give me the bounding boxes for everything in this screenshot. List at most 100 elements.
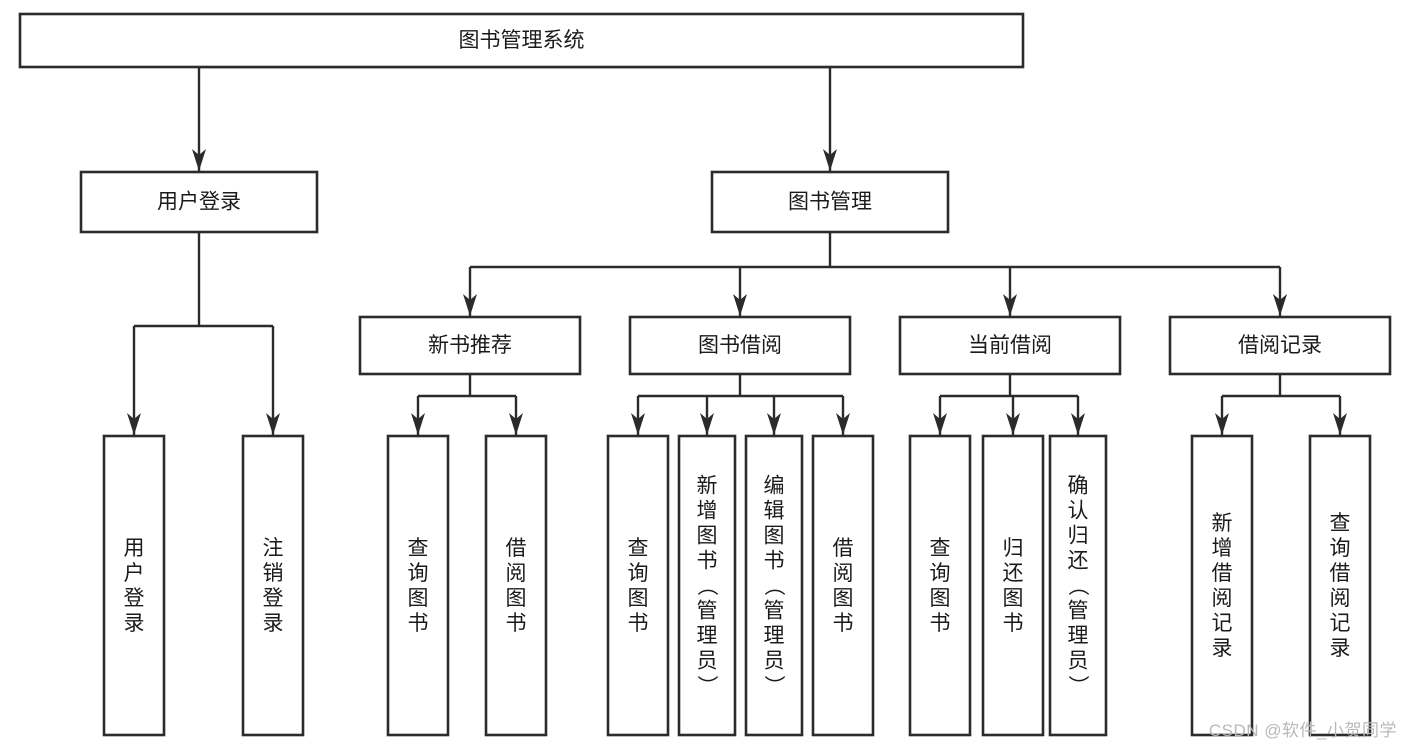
- arrow-head-icon: [411, 413, 425, 435]
- node-label-char: ）: [695, 675, 718, 696]
- arrow-head-icon: [192, 149, 206, 171]
- watermark-label: CSDN @软件_小贺同学: [1208, 721, 1397, 740]
- node-box-leaf-return-book[interactable]: [981, 434, 1045, 737]
- node-label-char: 销: [263, 562, 284, 585]
- arrow-head-icon: [631, 413, 645, 435]
- node-label-char: 书: [930, 612, 951, 635]
- node-box-leaf-query-book-3[interactable]: [908, 434, 972, 737]
- node-label-char: 书: [408, 612, 429, 635]
- node-box-leaf-add-record[interactable]: [1190, 434, 1254, 737]
- node-label-char: 图: [506, 587, 527, 610]
- node-label-char: 登: [124, 587, 145, 610]
- node-label-char: 登: [263, 587, 284, 610]
- node-box-user-login[interactable]: [79, 170, 319, 234]
- node-label-char: 图: [764, 525, 785, 548]
- node-label-char: 管: [697, 600, 718, 623]
- node-label-root: 图书管理系统: [459, 29, 585, 52]
- arrow-head-icon: [700, 413, 714, 435]
- node-label-char: 增: [1212, 537, 1233, 560]
- node-label-char: 录: [1330, 637, 1351, 660]
- node-label-char: 还: [1003, 562, 1024, 585]
- node-box-leaf-edit-book[interactable]: [744, 434, 804, 737]
- node-label-char: 图: [1003, 587, 1024, 610]
- node-box-root[interactable]: [18, 12, 1025, 69]
- node-box-leaf-borrow-book-2[interactable]: [811, 434, 875, 737]
- node-label-char: 书: [1003, 612, 1024, 635]
- node-label-char: 查: [408, 537, 429, 560]
- node-label-char: 图: [628, 587, 649, 610]
- node-label-char: 认: [1068, 500, 1089, 523]
- node-box-leaf-add-book[interactable]: [677, 434, 737, 737]
- node-label-char: 询: [408, 562, 429, 585]
- node-leaf-user-login[interactable]: 用户登录: [102, 434, 166, 737]
- node-label-char: （: [695, 575, 718, 596]
- node-box-leaf-logout[interactable]: [241, 434, 305, 737]
- node-label-char: 员: [697, 650, 718, 673]
- node-label-char: 图: [408, 587, 429, 610]
- node-box-leaf-query-book-1[interactable]: [386, 434, 450, 737]
- node-box-book-borrow[interactable]: [628, 315, 852, 376]
- arrow-head-icon: [836, 413, 850, 435]
- node-label-char: 借: [506, 537, 527, 560]
- node-label-book-borrow: 图书借阅: [698, 334, 782, 357]
- node-label-char: 阅: [1330, 587, 1351, 610]
- node-label-char: 理: [764, 625, 785, 648]
- node-label-char: ）: [762, 675, 785, 696]
- node-label-char: （: [1066, 575, 1089, 596]
- arrow-head-icon: [1273, 294, 1287, 316]
- node-label-char: 归: [1003, 537, 1024, 560]
- arrow-head-icon: [266, 413, 280, 435]
- node-box-leaf-confirm-return[interactable]: [1048, 434, 1108, 737]
- node-label-char: 增: [697, 500, 718, 523]
- node-current-borrow[interactable]: 当前借阅: [898, 315, 1122, 376]
- node-label-char: 书: [833, 612, 854, 635]
- node-label-char: 借: [833, 537, 854, 560]
- node-box-current-borrow[interactable]: [898, 315, 1122, 376]
- node-label-char: 书: [764, 550, 785, 573]
- node-box-leaf-borrow-book-1[interactable]: [484, 434, 548, 737]
- node-box-leaf-user-login[interactable]: [102, 434, 166, 737]
- node-label-char: 阅: [833, 562, 854, 585]
- node-label-char: 注: [263, 537, 284, 560]
- node-label-book-manage: 图书管理: [788, 191, 872, 214]
- node-label-char: 查: [1330, 512, 1351, 535]
- node-box-borrow-record[interactable]: [1168, 315, 1392, 376]
- node-box-leaf-query-record[interactable]: [1308, 434, 1372, 737]
- arrow-head-icon: [933, 413, 947, 435]
- arrow-head-icon: [823, 149, 837, 171]
- node-label-char: 书: [506, 612, 527, 635]
- node-book-borrow[interactable]: 图书借阅: [628, 315, 852, 376]
- node-new-book-recommend[interactable]: 新书推荐: [358, 315, 582, 376]
- node-borrow-record[interactable]: 借阅记录: [1168, 315, 1392, 376]
- node-label-char: 理: [1068, 625, 1089, 648]
- node-label-new-book-recommend: 新书推荐: [428, 334, 512, 357]
- node-box-book-manage[interactable]: [710, 170, 950, 234]
- node-label-char: 新: [697, 475, 718, 498]
- arrow-head-icon: [1003, 294, 1017, 316]
- node-label-char: 书: [628, 612, 649, 635]
- node-book-manage[interactable]: 图书管理: [710, 170, 950, 234]
- node-label-char: 记: [1330, 612, 1351, 635]
- node-label-char: 询: [930, 562, 951, 585]
- node-box-new-book-recommend[interactable]: [358, 315, 582, 376]
- node-box-leaf-query-book-2[interactable]: [606, 434, 670, 737]
- node-user-login[interactable]: 用户登录: [79, 170, 319, 234]
- node-label-char: 录: [263, 612, 284, 635]
- node-root[interactable]: 图书管理系统: [18, 12, 1025, 69]
- node-label-char: 录: [1212, 637, 1233, 660]
- node-label-char: 确: [1068, 475, 1089, 498]
- node-label-char: 图: [930, 587, 951, 610]
- node-label-char: 图: [833, 587, 854, 610]
